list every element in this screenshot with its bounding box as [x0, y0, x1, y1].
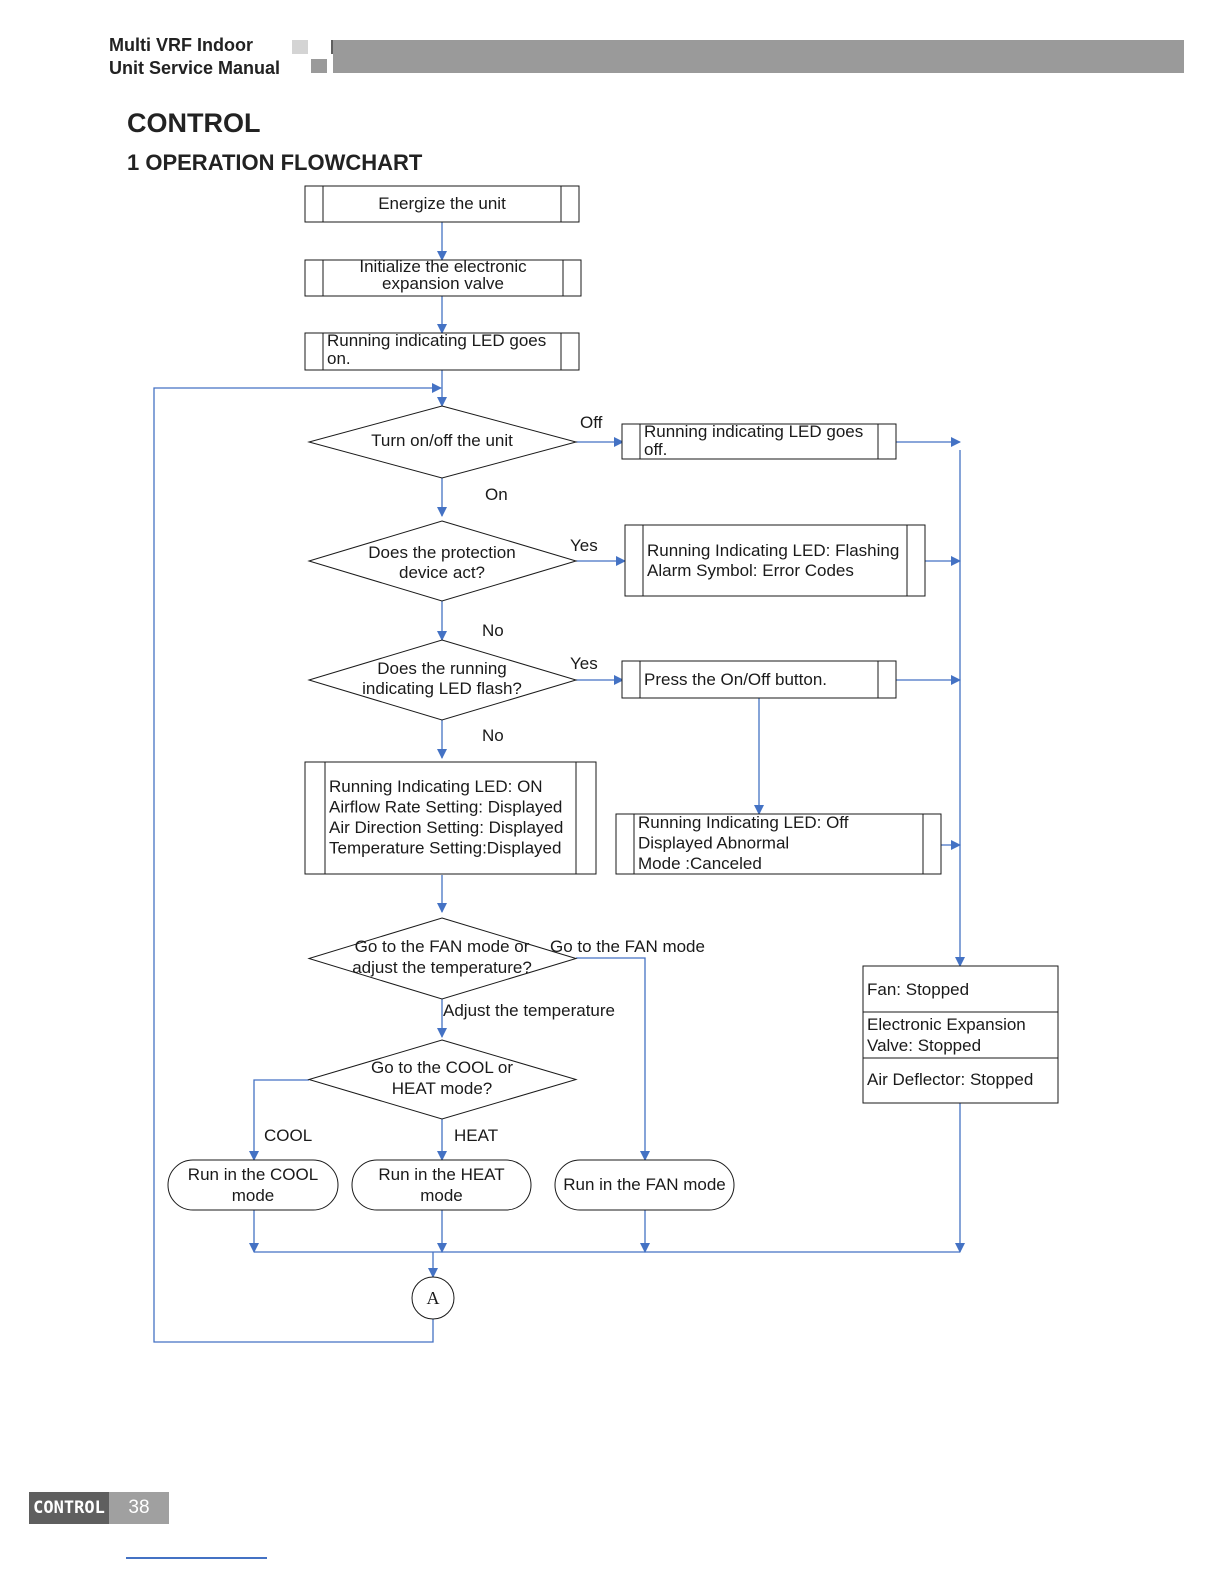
terminal-text: mode: [420, 1186, 463, 1205]
decision-text: indicating LED flash?: [362, 679, 522, 698]
process-text: Running indicating LED goes: [644, 422, 863, 441]
process-box-displayed: Running Indicating LED: ON Airflow Rate S…: [304, 761, 597, 875]
decision-text: Go to the COOL or: [371, 1058, 513, 1077]
decision-fan-or-temp: Go to the FAN mode or adjust the temperat…: [307, 917, 578, 1000]
manual-title-line1: Multi VRF Indoor: [109, 35, 253, 55]
header-square-mid: [311, 59, 327, 73]
status-row-text: Air Deflector: Stopped: [867, 1070, 1033, 1089]
process-text: expansion valve: [382, 274, 504, 293]
edge-label-yes2: Yes: [570, 654, 598, 673]
terminal-text: Run in the HEAT: [378, 1165, 504, 1184]
decision-turn-on-off: Turn on/off the unit: [307, 405, 578, 479]
decision-text: adjust the temperature?: [352, 958, 532, 977]
header-bar: [333, 40, 1184, 73]
decision-text: device act?: [399, 563, 485, 582]
terminal-heat: Run in the HEAT mode: [351, 1159, 532, 1211]
decision-text: Does the protection: [368, 543, 515, 562]
status-row-text: Electronic Expansion: [867, 1015, 1026, 1034]
process-box-press-button: Press the On/Off button.: [621, 660, 897, 699]
header-square-light: [292, 40, 308, 54]
decision-cool-or-heat: Go to the COOL or HEAT mode?: [307, 1039, 578, 1120]
terminal-text: Run in the COOL: [188, 1165, 318, 1184]
footer-section-tag: CONTROL: [29, 1492, 109, 1524]
status-row-text: Fan: Stopped: [867, 980, 969, 999]
decision-text: Turn on/off the unit: [371, 431, 513, 450]
process-text: Air Direction Setting: Displayed: [329, 818, 563, 837]
edge-label-go-fan: Go to the FAN mode: [550, 937, 705, 956]
process-text: Alarm Symbol: Error Codes: [647, 561, 854, 580]
process-text: Running Indicating LED: Off: [638, 813, 849, 832]
edge-label-no2: No: [482, 726, 504, 745]
footer-rule: [126, 1557, 267, 1559]
process-text: Running indicating LED goes: [327, 331, 546, 350]
process-text: Displayed Abnormal: [638, 834, 789, 853]
process-text: Running Indicating LED: Flashing: [647, 541, 899, 560]
process-text: Airflow Rate Setting: Displayed: [329, 798, 562, 817]
terminal-text: Run in the FAN mode: [563, 1175, 726, 1194]
flow-connectors: [153, 222, 965, 1343]
process-text: on.: [327, 349, 351, 368]
terminal-text: mode: [232, 1186, 275, 1205]
status-row-text: Valve: Stopped: [867, 1036, 981, 1055]
edge-label-no1: No: [482, 621, 504, 640]
process-text: off.: [644, 440, 667, 459]
process-text: Energize the unit: [378, 194, 506, 213]
process-text: Temperature Setting:Displayed: [329, 839, 561, 858]
edge-label-yes1: Yes: [570, 536, 598, 555]
process-text: Running Indicating LED: ON: [329, 777, 543, 796]
manual-title-line2: Unit Service Manual: [109, 58, 281, 78]
decision-text: Go to the FAN mode or: [355, 937, 530, 956]
terminal-cool: Run in the COOL mode: [167, 1159, 339, 1211]
edge-label-adjust-temp: Adjust the temperature: [443, 1001, 615, 1020]
connector-label: A: [427, 1288, 440, 1308]
edge-label-cool: COOL: [264, 1126, 312, 1145]
process-text: Initialize the electronic: [359, 257, 527, 276]
edge-label-heat: HEAT: [454, 1126, 498, 1145]
subsection-title: 1 OPERATION FLOWCHART: [127, 150, 423, 175]
decision-text: HEAT mode?: [392, 1079, 492, 1098]
process-text: Press the On/Off button.: [644, 670, 827, 689]
connector-a: A: [411, 1276, 455, 1320]
edge-label-on: On: [485, 485, 508, 504]
edge-label-off: Off: [580, 413, 603, 432]
process-text: Mode :Canceled: [638, 854, 762, 873]
process-box-energize: Energize the unit: [304, 185, 580, 223]
footer-page-number: 38: [109, 1492, 169, 1524]
terminal-fan: Run in the FAN mode: [554, 1159, 735, 1211]
decision-text: Does the running: [377, 659, 506, 678]
section-title: CONTROL: [127, 108, 261, 138]
